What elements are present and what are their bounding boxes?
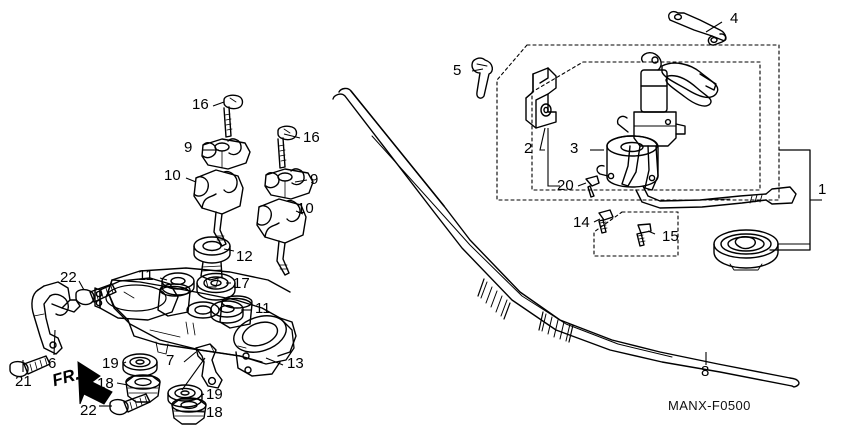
bolt-16-a [223,94,244,138]
callout-11b[interactable]: 11 [255,300,271,317]
ignition-switch-base [596,135,797,209]
callout-6[interactable]: 6 [48,355,57,372]
callout-22a[interactable]: 22 [60,269,77,286]
callout-7[interactable]: 7 [166,352,175,369]
callout-9a[interactable]: 9 [184,139,193,156]
callout-17[interactable]: 17 [233,275,250,292]
callout-18b[interactable]: 18 [206,404,223,421]
cable-guide-6 [31,281,81,355]
ignition-cylinder [616,52,719,191]
callout-12[interactable]: 12 [236,248,253,265]
key-blank [668,10,727,46]
callout-22b[interactable]: 22 [80,402,97,419]
callout-10b[interactable]: 10 [297,200,314,217]
part-number-label: MANX-F0500 [668,398,751,413]
stem-nut-12 [193,236,231,288]
callout-5[interactable]: 5 [453,62,462,79]
callout-9b[interactable]: 9 [310,171,319,188]
callout-16b[interactable]: 16 [303,129,320,146]
callout-19b[interactable]: 19 [206,386,223,403]
lower-holder-a [193,169,244,247]
bolt-14 [598,209,614,234]
callout-19a[interactable]: 19 [102,355,119,372]
collar-18-left [125,374,161,403]
callout-16a[interactable]: 16 [192,96,209,113]
callout-11a[interactable]: 11 [138,267,154,284]
callout-4[interactable]: 4 [730,10,739,27]
callout-10a[interactable]: 10 [164,167,181,184]
callout-3[interactable]: 3 [570,140,579,157]
callout-15[interactable]: 15 [662,228,679,245]
key-part [471,57,494,99]
callout-1[interactable]: 1 [818,181,827,198]
callout-13[interactable]: 13 [287,355,304,372]
lower-holder-b [256,198,307,276]
callout-8[interactable]: 8 [701,363,710,380]
bolt-22-upper [75,283,117,306]
bolt-16-b [277,125,298,169]
handlebar-part [332,87,800,388]
bolt-15 [636,223,652,247]
upper-holder-b [264,168,314,200]
lock-bracket [525,67,557,129]
collar-18-right [171,397,207,425]
screw-20 [585,175,600,198]
washer-17 [196,272,236,301]
bolt-21 [9,355,51,378]
callout-21[interactable]: 21 [15,373,32,390]
callout-20[interactable]: 20 [557,177,574,194]
upper-holder-a [201,138,251,170]
callout-14[interactable]: 14 [573,214,590,231]
top-bridge [94,267,297,377]
callout-2[interactable]: 2 [524,140,533,157]
